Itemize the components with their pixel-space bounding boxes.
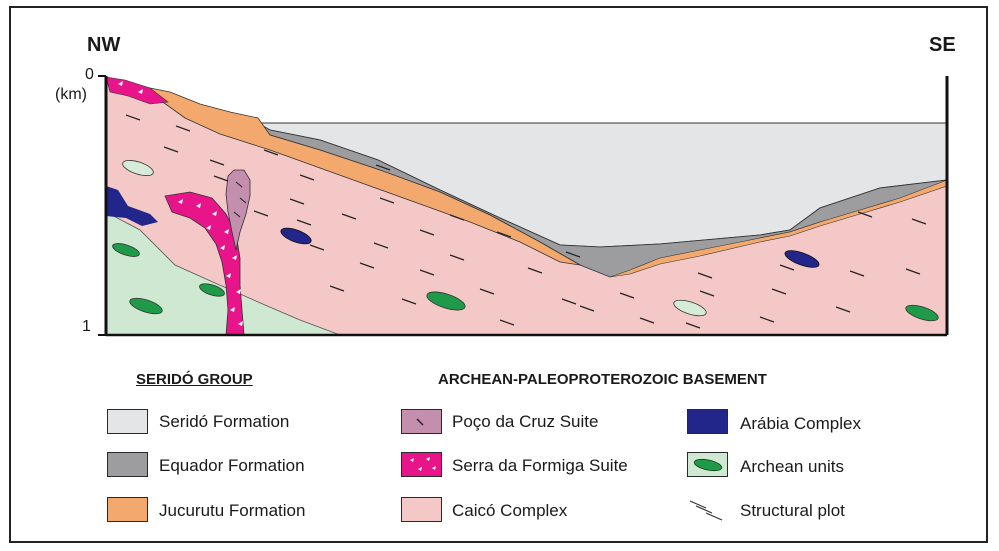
poco-da-cruz-suite-swatch: [401, 409, 442, 434]
arabia-complex-label: Arábia Complex: [740, 414, 861, 434]
caico-complex-label: Caicó Complex: [452, 501, 567, 521]
caico-complex-swatch: [401, 497, 442, 522]
archean-ellipse-icon: [688, 453, 728, 477]
se-label: SE: [929, 34, 956, 57]
jucurutu-formation-swatch: [107, 497, 148, 522]
depth-unit-label: (km): [55, 86, 87, 104]
archean-units-swatch: [687, 452, 728, 477]
equador-formation-swatch: [107, 452, 148, 477]
depth-zero-label: 0: [85, 66, 94, 84]
poco-da-cruz-suite-label: Poço da Cruz Suite: [452, 412, 598, 432]
serra-da-formiga-pattern-icon: [402, 453, 442, 477]
equador-formation-label: Equador Formation: [159, 456, 305, 476]
serido-group-heading: SERIDÓ GROUP: [136, 371, 253, 388]
basement-heading: ARCHEAN-PALEOPROTEROZOIC BASEMENT: [438, 371, 767, 388]
serido-formation-label: Seridó Formation: [159, 412, 289, 432]
structural-plot-label: Structural plot: [740, 501, 845, 521]
archean-units-label: Archean units: [740, 457, 844, 477]
poco-da-cruz-pattern-icon: [402, 410, 442, 434]
depth-one-label: 1: [82, 318, 91, 336]
serra-da-formiga-suite-label: Serra da Formiga Suite: [452, 456, 628, 476]
nw-label: NW: [87, 34, 120, 57]
arabia-complex-swatch: [687, 409, 728, 434]
serra-da-formiga-suite-swatch: [401, 452, 442, 477]
jucurutu-formation-label: Jucurutu Formation: [159, 501, 305, 521]
structural-plot-icon: [688, 497, 730, 523]
serido-formation-swatch: [107, 409, 148, 434]
